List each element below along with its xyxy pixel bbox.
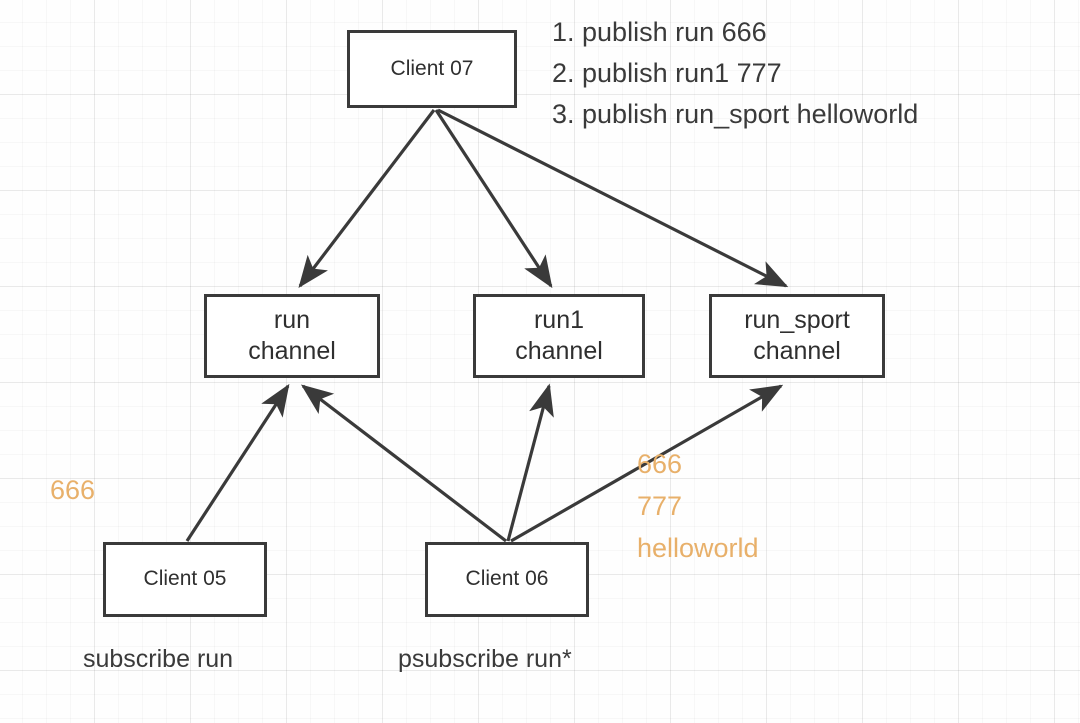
message-client06-2: 777 (637, 490, 683, 521)
publish-command-1: 1. publish run 666 (552, 17, 767, 47)
node-client-05[interactable]: Client 05 (103, 542, 267, 617)
edge-client07-to-runsport (437, 108, 789, 288)
node-channel-runsport-suffix: channel (753, 337, 841, 365)
node-channel-run1[interactable]: run1 channel (473, 294, 645, 378)
message-label-client05: 666 (50, 475, 96, 505)
node-channel-runsport[interactable]: run_sport channel (709, 294, 885, 378)
node-client-06-label: Client 06 (465, 567, 549, 591)
node-client-07[interactable]: Client 07 (347, 30, 517, 108)
message-stack-client06: 666 777 helloworld (637, 444, 759, 570)
node-channel-run1-suffix: channel (515, 337, 603, 365)
publish-command-2: 2. publish run1 777 (552, 58, 782, 89)
publish-command-3: 3. publish run_sport helloworld (552, 99, 919, 130)
node-channel-run-name: run (273, 306, 311, 334)
edge-client06-to-run (300, 384, 507, 543)
node-client-06[interactable]: Client 06 (425, 542, 589, 617)
client-05-subscribe-command: subscribe run (83, 645, 234, 673)
node-channel-runsport-name: run_sport (744, 306, 850, 334)
edge-client05-to-run (185, 383, 290, 542)
node-client-07-label: Client 07 (390, 56, 474, 80)
node-channel-run[interactable]: run channel (204, 294, 380, 378)
message-client06-1: 666 (637, 449, 683, 479)
node-client-05-label: Client 05 (143, 567, 227, 591)
edge-client06-to-run1 (506, 383, 554, 542)
node-channel-run-suffix: channel (248, 337, 336, 365)
publish-command-list: 1. publish run 666 2. publish run1 777 3… (552, 12, 918, 135)
edge-client07-to-run1 (434, 109, 553, 289)
node-channel-run1-name: run1 (533, 306, 585, 334)
edge-client07-to-run (298, 109, 436, 289)
client-06-subscribe-command: psubscribe run* (398, 645, 572, 673)
message-client06-3: helloworld (637, 532, 759, 563)
